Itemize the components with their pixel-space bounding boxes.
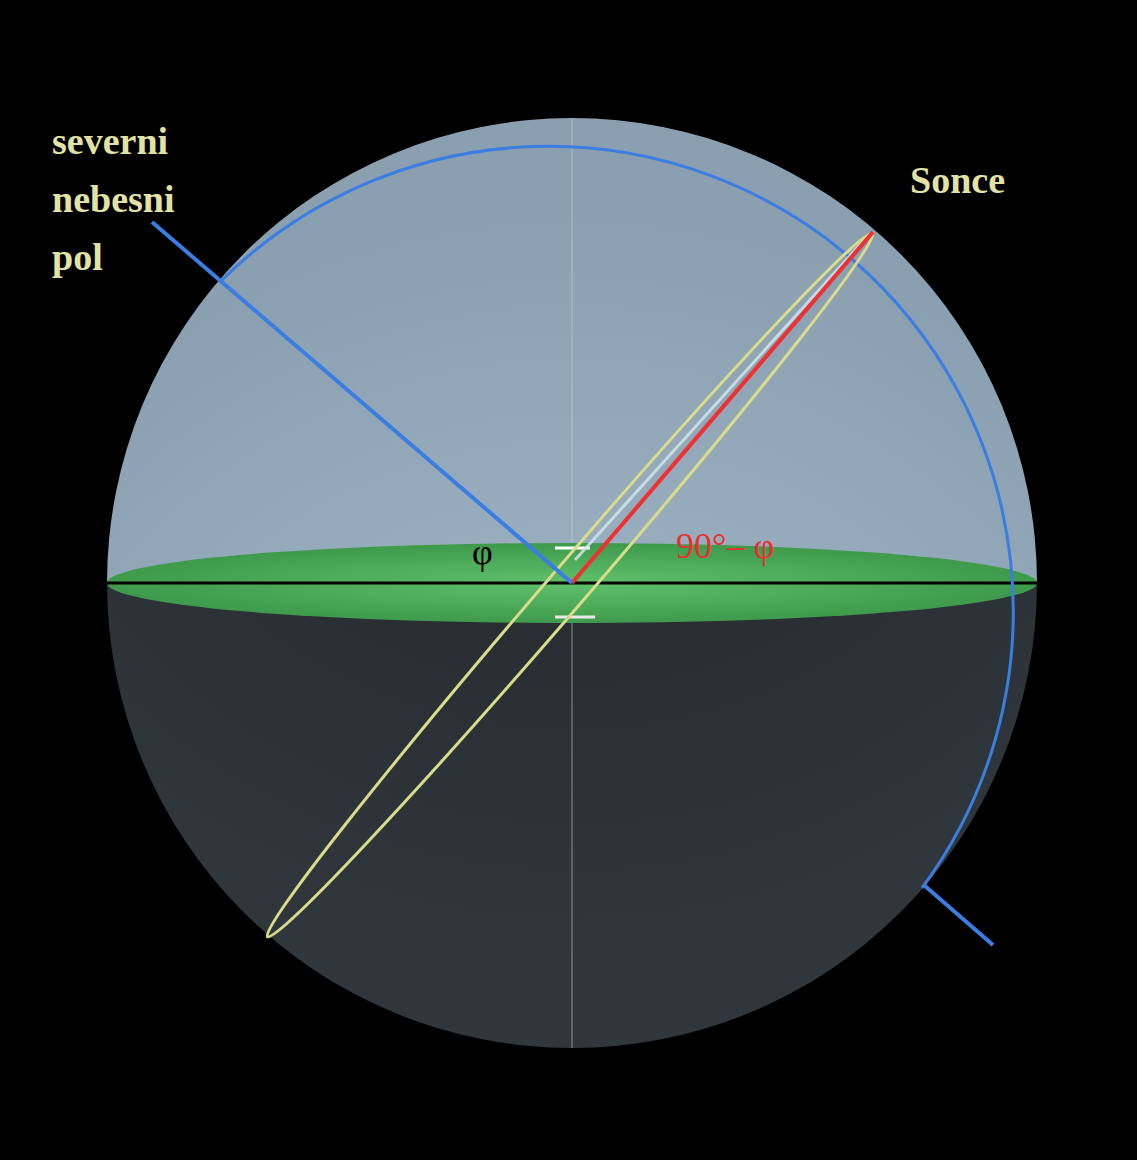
diurnal-circle xyxy=(252,220,887,950)
sun-altitude-line xyxy=(572,232,873,583)
meridian-arc xyxy=(222,146,1013,888)
upper-hemisphere xyxy=(107,118,1037,583)
lower-hemisphere xyxy=(107,583,1037,1048)
celestial-axis xyxy=(925,886,993,945)
equator-edge xyxy=(575,238,866,560)
pole-label: severni nebesni pol xyxy=(52,112,217,286)
tick xyxy=(555,616,595,619)
latitude-angle: φ xyxy=(472,532,512,572)
altitude-angle: 90°– φ xyxy=(676,526,836,566)
sun-label: Sonce xyxy=(910,158,1070,202)
celestial-axis xyxy=(152,222,572,583)
